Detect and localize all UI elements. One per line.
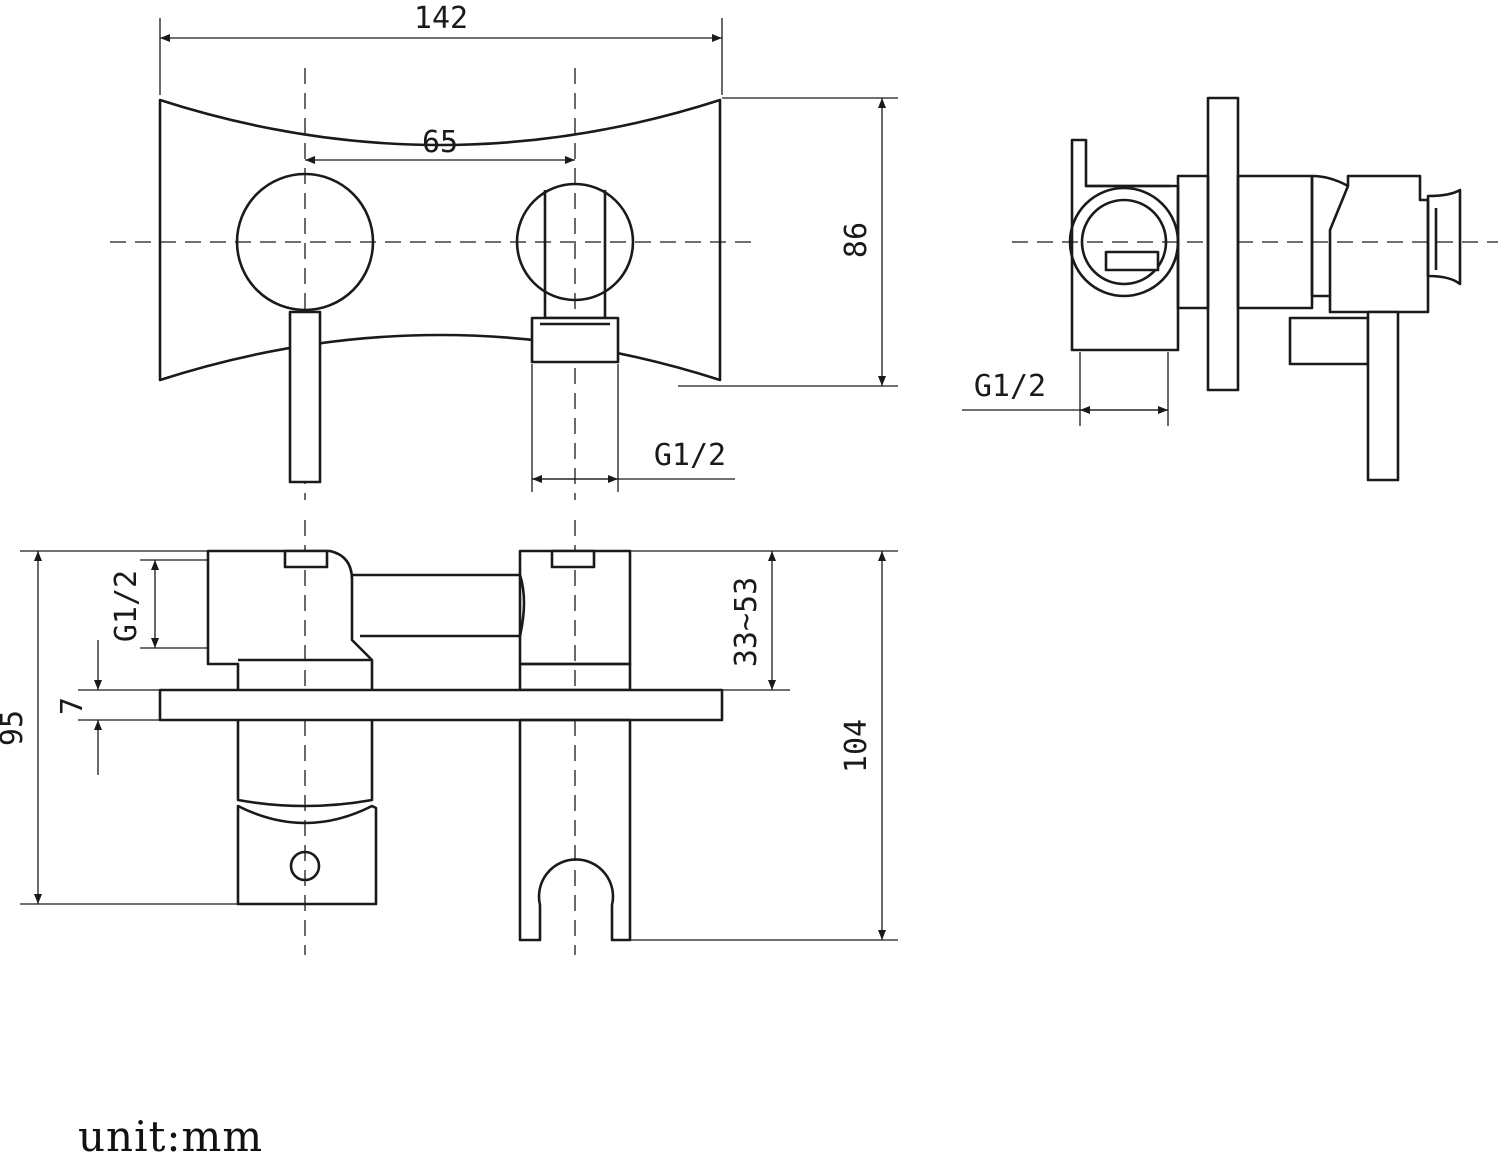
outlet-inner-lines [543, 190, 607, 296]
plan-left-handle [236, 804, 378, 906]
side-lever-arm [1366, 310, 1400, 482]
overall-depth-right-label: 104 [839, 719, 874, 773]
lever-handle-arm [288, 310, 322, 484]
side-outlet-ring-inner [1080, 198, 1168, 286]
side-outlet-slot [1104, 250, 1160, 272]
outlet-thread-fitting [530, 316, 620, 364]
plan-cover-plate [158, 688, 724, 722]
front-view: 142 65 86 G1/2 [110, 1, 898, 500]
side-valve-edge [1328, 185, 1350, 296]
outlet-ring [515, 182, 635, 302]
side-outlet-body [1070, 138, 1180, 352]
overall-depth-left-label: 95 [0, 710, 30, 746]
handle-spacing-label: 65 [422, 125, 458, 160]
plan-connecting-pipe [352, 573, 526, 638]
plan-left-handle-stem [236, 720, 374, 808]
plan-view: 95 7 G1/2 33~53 104 [0, 520, 898, 955]
plate-thickness-label: 7 [55, 697, 90, 715]
plate-height-label: 86 [839, 222, 874, 258]
top-thread-label: G1/2 [109, 570, 144, 642]
plan-left-valve-body [206, 549, 374, 694]
adjust-range-label: 33~53 [729, 577, 764, 667]
lever-handle-disc [235, 172, 375, 312]
plan-left-handle-screw [289, 850, 321, 882]
overall-width-label: 142 [414, 1, 468, 36]
side-handle-cap [1426, 188, 1462, 286]
plan-right-holder [518, 718, 632, 942]
plan-left-cap [283, 549, 329, 569]
unit-label: unit:mm [78, 1112, 264, 1161]
cover-plate-outline [158, 98, 722, 382]
side-thread-label: G1/2 [974, 369, 1046, 404]
side-view: G1/2 [962, 96, 1498, 482]
side-lever-collar [1288, 316, 1370, 366]
side-body-inner [1176, 174, 1210, 310]
plan-right-cap [550, 549, 596, 569]
side-wall-plate [1206, 96, 1240, 392]
front-thread-label: G1/2 [654, 438, 726, 473]
side-valve-hub [1310, 174, 1430, 314]
